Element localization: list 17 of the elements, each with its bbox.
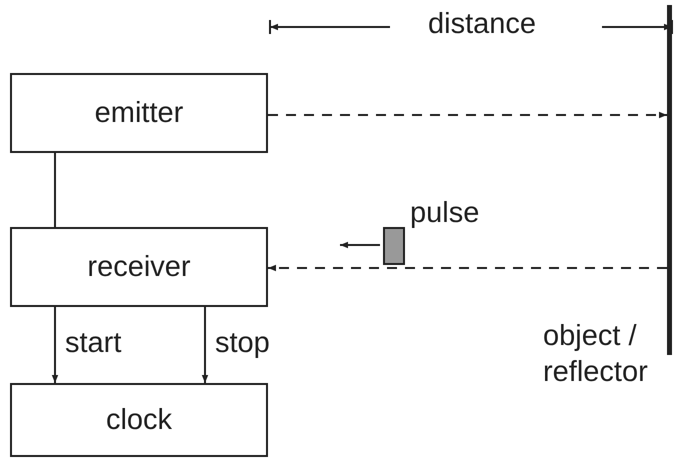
arrow xyxy=(52,307,58,383)
process-box xyxy=(10,383,268,457)
box-label: receiver xyxy=(87,250,191,284)
process-box xyxy=(10,73,268,153)
box-label: clock xyxy=(106,404,172,436)
arrow xyxy=(268,264,667,272)
node-caption: pulse xyxy=(410,196,480,231)
reflector-bar xyxy=(667,5,672,355)
arrow xyxy=(268,112,667,118)
edge-label: stop xyxy=(215,326,270,361)
pulse-block xyxy=(383,227,405,265)
dimension-label: distance xyxy=(428,7,536,42)
edge-label: start xyxy=(65,326,122,361)
arrow xyxy=(202,307,208,383)
box-label: emitter xyxy=(94,96,184,130)
node-caption: object / reflector xyxy=(543,319,649,390)
process-box xyxy=(10,227,268,307)
